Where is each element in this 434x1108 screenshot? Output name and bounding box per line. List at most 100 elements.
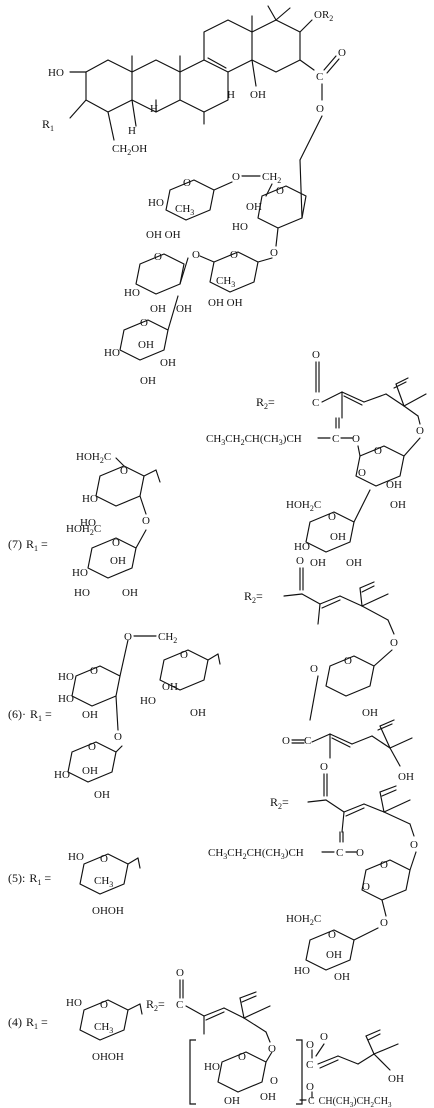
svg-text:HO: HO xyxy=(104,347,120,359)
compound-5-number: (5):R1 = xyxy=(8,871,51,887)
svg-text:HO: HO xyxy=(58,693,74,705)
svg-text:HO: HO xyxy=(140,695,156,707)
svg-text:OH: OH xyxy=(330,531,346,543)
svg-text:O: O xyxy=(362,881,370,893)
compound-6-number: (6)·R1 = xyxy=(8,707,52,723)
svg-text:CH3CH2CH(CH3)CH: CH3CH2CH(CH3)CH xyxy=(206,433,302,447)
ester-o: O xyxy=(338,47,346,59)
svg-text:O: O xyxy=(270,1075,278,1087)
svg-text:O: O xyxy=(114,731,122,743)
svg-text:O: O xyxy=(320,1031,328,1043)
svg-text:HO: HO xyxy=(58,671,74,683)
oh-c16: OH xyxy=(250,89,266,101)
compound-4: (4)R1 = O HO CH3 OHOH R2= C O O O HO OH … xyxy=(8,967,404,1108)
svg-text:O: O xyxy=(124,631,132,643)
svg-text:HO: HO xyxy=(148,197,164,209)
svg-text:O: O xyxy=(100,999,108,1011)
svg-text:O: O xyxy=(183,177,191,189)
svg-text:O: O xyxy=(120,465,128,477)
svg-text:HO: HO xyxy=(124,287,140,299)
svg-text:OH: OH xyxy=(224,1095,240,1107)
r1-label: R1 xyxy=(42,117,54,133)
svg-text:O: O xyxy=(192,249,200,261)
svg-text:OH: OH xyxy=(362,707,378,719)
svg-text:O: O xyxy=(356,847,364,859)
svg-text:O: O xyxy=(344,655,352,667)
svg-text:OH OH: OH OH xyxy=(146,229,181,241)
svg-text:OH: OH xyxy=(388,1073,404,1085)
svg-text:OHOH: OHOH xyxy=(92,1051,124,1063)
svg-text:HO: HO xyxy=(66,997,82,1009)
svg-text:R2=: R2= xyxy=(244,589,263,605)
svg-text:C: C xyxy=(332,433,339,445)
svg-text:CH3CH2CH(CH3)CH: CH3CH2CH(CH3)CH xyxy=(208,847,304,861)
top-sugar-chain: O HO CH3 OH OH O CH2 O OH HO O O CH3 OH … xyxy=(104,159,307,387)
svg-text:O: O xyxy=(306,1039,314,1051)
svg-text:OH: OH xyxy=(150,303,166,315)
svg-text:O: O xyxy=(88,741,96,753)
svg-text:OH: OH xyxy=(138,339,154,351)
svg-text:O: O xyxy=(90,665,98,677)
svg-text:O: O xyxy=(390,637,398,649)
svg-text:O: O xyxy=(374,445,382,457)
svg-text:O: O xyxy=(180,649,188,661)
svg-text:OH: OH xyxy=(346,557,362,569)
svg-text:O: O xyxy=(320,761,328,773)
svg-text:HO: HO xyxy=(204,1061,220,1073)
svg-text:OHOH: OHOH xyxy=(92,905,124,917)
compound-7-number: (7)R1 = xyxy=(8,537,48,553)
svg-text:O: O xyxy=(276,185,284,197)
compound-6: (6)·R1 = O HO HO OH O CH2 O OH HO OH O O… xyxy=(8,555,414,801)
svg-text:R2=: R2= xyxy=(146,997,165,1013)
svg-text:OH: OH xyxy=(160,357,176,369)
svg-text:O: O xyxy=(380,917,388,929)
svg-text:O: O xyxy=(310,663,318,675)
svg-text:HO: HO xyxy=(54,769,70,781)
svg-text:O: O xyxy=(142,515,150,527)
svg-text:R2=: R2= xyxy=(256,395,275,411)
svg-text:OH: OH xyxy=(398,771,414,783)
svg-text:O: O xyxy=(282,735,290,747)
svg-text:OH: OH xyxy=(140,375,156,387)
svg-text:O: O xyxy=(296,555,304,567)
svg-text:O: O xyxy=(410,839,418,851)
svg-text:O: O xyxy=(416,425,424,437)
svg-text:OH: OH xyxy=(260,1091,276,1103)
aglycone: H H H OH HO R1 CH2OH OR2 C O O xyxy=(42,5,346,161)
svg-text:O: O xyxy=(100,853,108,865)
or2-label: OR2 xyxy=(314,9,333,23)
ester-o-link: O xyxy=(316,103,324,115)
svg-text:HO: HO xyxy=(72,567,88,579)
svg-text:O: O xyxy=(358,467,366,479)
svg-text:O: O xyxy=(154,251,162,263)
ho-c2: HO xyxy=(48,67,64,79)
svg-text:CH3: CH3 xyxy=(94,875,113,889)
compound-4-number: (4)R1 = xyxy=(8,1015,48,1031)
svg-text:C: C xyxy=(336,847,343,859)
svg-text:HO: HO xyxy=(82,493,98,505)
svg-text:HOH2C: HOH2C xyxy=(286,913,321,927)
svg-text:O: O xyxy=(352,433,360,445)
svg-text:OH: OH xyxy=(386,479,402,491)
svg-text:O: O xyxy=(176,967,184,979)
svg-text:O: O xyxy=(140,317,148,329)
svg-text:C: C xyxy=(304,735,311,747)
svg-text:OH: OH xyxy=(82,709,98,721)
svg-text:CCH(CH3)CH2CH3: CCH(CH3)CH2CH3 xyxy=(308,1096,392,1108)
svg-text:OH: OH xyxy=(94,789,110,801)
svg-text:CH2: CH2 xyxy=(158,631,177,645)
svg-text:C: C xyxy=(312,397,319,409)
svg-text:O: O xyxy=(270,247,278,259)
svg-text:OH: OH xyxy=(176,303,192,315)
svg-text:OH: OH xyxy=(82,765,98,777)
svg-text:OH: OH xyxy=(246,201,262,213)
compound-7: (7)R1 = HOH2C O HO HO O HOH2C O OH HO HO… xyxy=(8,349,427,599)
svg-text:CH3: CH3 xyxy=(94,1021,113,1035)
ch2oh-c4: CH2OH xyxy=(112,143,147,157)
svg-text:O: O xyxy=(268,1043,276,1055)
h-label-a: H xyxy=(128,125,136,137)
svg-text:HOH2C: HOH2C xyxy=(66,523,101,537)
svg-text:CH2: CH2 xyxy=(262,171,281,185)
